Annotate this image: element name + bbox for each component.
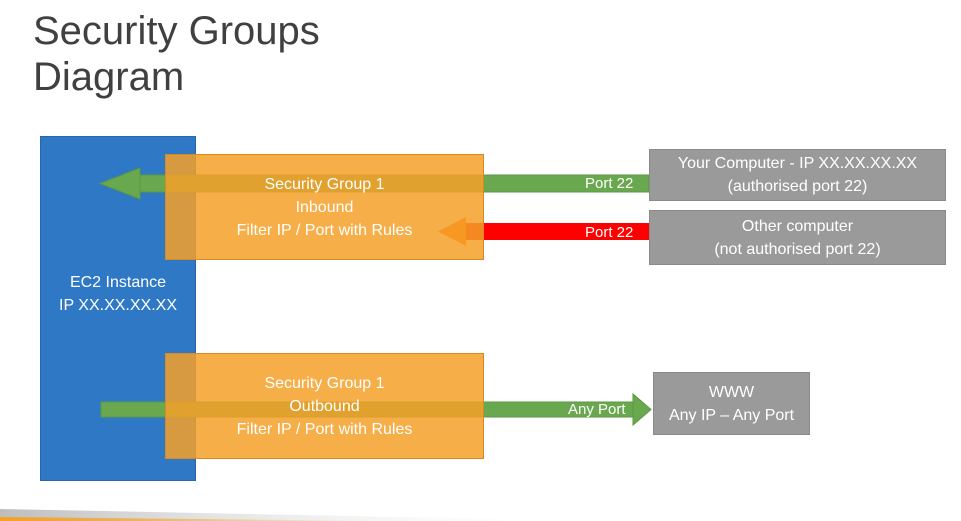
denied-port-label: Port 22 [585,224,634,241]
ec2-instance-name: EC2 Instance [69,273,167,291]
security-group-outbound-box: Security Group 1 Outbound Filter IP / Po… [165,353,484,459]
www-name: WWW [708,383,755,401]
other-computer-note: (not authorised port 22) [714,240,881,258]
security-group-inbound-label: Security Group 1 Inbound Filter IP / Por… [237,173,413,242]
allowed-port-label: Port 22 [585,175,634,192]
security-group-inbound-name: Security Group 1 [264,175,385,193]
bottom-decoration [0,509,600,521]
security-group-outbound-desc: Filter IP / Port with Rules [236,420,413,438]
your-computer-ip: Your Computer - IP XX.XX.XX.XX [677,155,918,172]
www-box: WWW Any IP – Any Port [653,372,810,435]
www-desc: Any IP – Any Port [668,406,795,424]
security-group-inbound-box: Security Group 1 Inbound Filter IP / Por… [165,154,484,260]
security-group-inbound-desc: Filter IP / Port with Rules [236,221,413,239]
page-title-line-2: Diagram [33,55,185,99]
ec2-instance-ip: IP XX.XX.XX.XX [59,296,177,314]
page-title: Security Groups Diagram [33,8,320,100]
ec2-instance-label: EC2 Instance IP XX.XX.XX.XX [59,271,177,317]
your-computer-note: (authorised port 22) [727,178,868,195]
your-computer-box: Your Computer - IP XX.XX.XX.XX (authoris… [649,149,946,201]
security-group-outbound-name: Security Group 1 [264,374,385,392]
security-group-outbound-direction: Outbound [289,397,360,415]
page-title-line-1: Security Groups [33,9,320,53]
security-group-inbound-direction: Inbound [295,198,354,216]
security-group-outbound-label: Security Group 1 Outbound Filter IP / Po… [237,372,413,441]
outbound-port-label: Any Port [568,401,626,418]
other-computer-name: Other computer [741,217,854,235]
other-computer-box: Other computer (not authorised port 22) [649,210,946,265]
